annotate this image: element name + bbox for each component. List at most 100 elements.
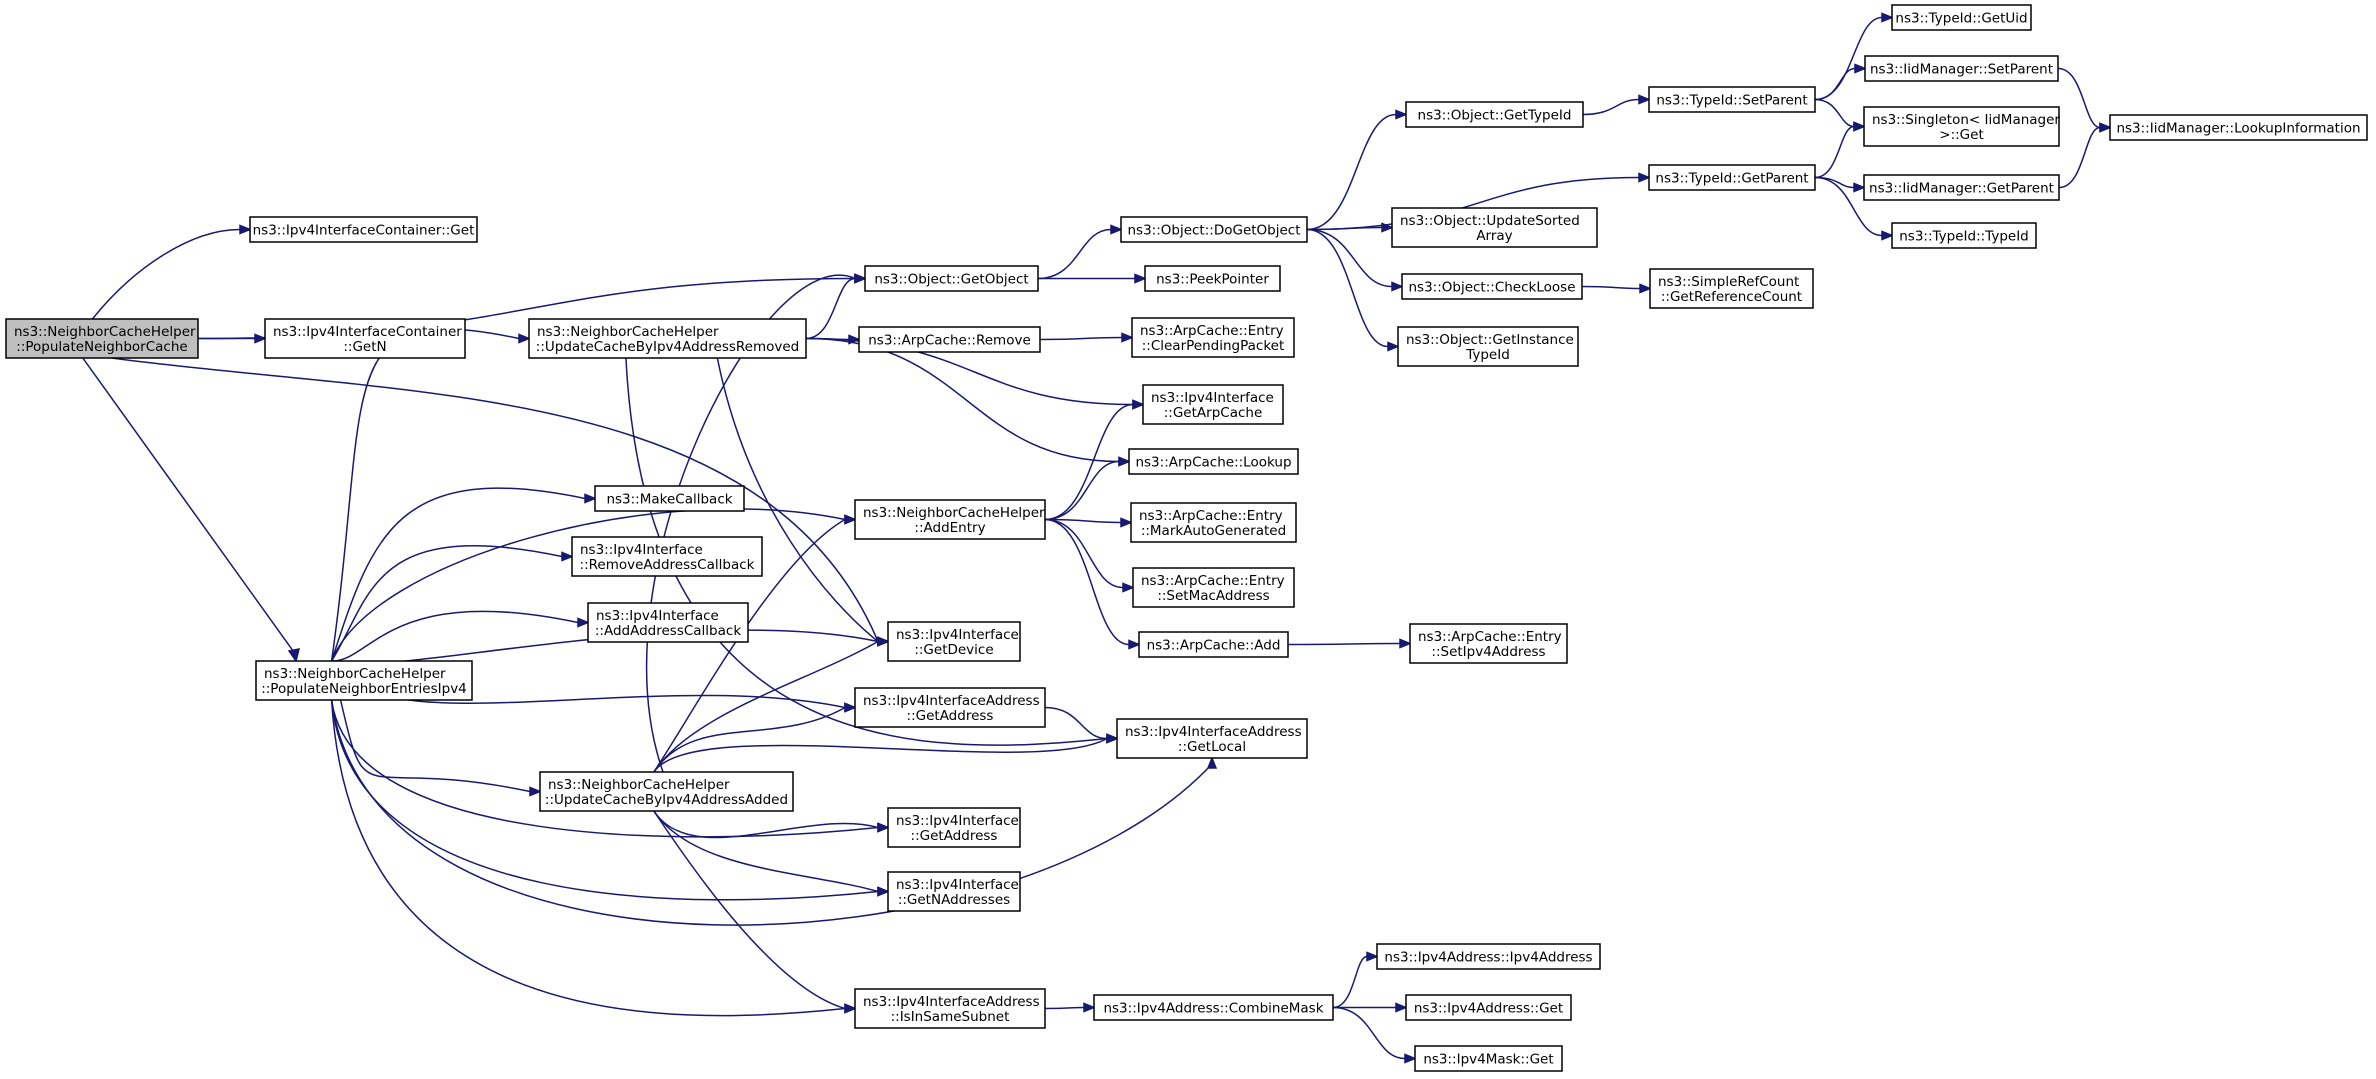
- edge-upd_added-to-is_same_subnet: [653, 810, 858, 1014]
- node-label: ns3::Ipv4InterfaceContainer::Get: [253, 223, 475, 239]
- node-is-same-subnet[interactable]: ns3::Ipv4InterfaceAddress::IsInSameSubne…: [854, 988, 1046, 1029]
- node-get-typeid[interactable]: ns3::Object::GetTypeId: [1405, 101, 1584, 128]
- node-ipv4addr-get[interactable]: ns3::Ipv4Address::Get: [1405, 994, 1572, 1021]
- node-upd-removed[interactable]: ns3::NeighborCacheHelper::UpdateCacheByI…: [528, 318, 807, 359]
- edge-dogetobject-to-update_sorted: [1306, 222, 1395, 233]
- node-label: ns3::Ipv4InterfaceAddress: [1125, 724, 1302, 740]
- node-box: [887, 621, 1021, 662]
- node-label: ::GetArpCache: [1164, 405, 1263, 421]
- node-typeid-typeid[interactable]: ns3::TypeId::TypeId: [1891, 222, 2037, 249]
- node-combine-mask[interactable]: ns3::Ipv4Address::CombineMask: [1093, 994, 1334, 1021]
- node-label: ns3::NeighborCacheHelper: [14, 324, 196, 340]
- node-box: [1648, 86, 1816, 113]
- node-box: [1891, 222, 2037, 249]
- node-label: ::GetAddress: [911, 828, 998, 844]
- edge-arp_remove-to-clear_pending: [1039, 332, 1135, 343]
- node-if-getnaddresses[interactable]: ns3::Ipv4Interface::GetNAddresses: [887, 871, 1021, 912]
- node-set-ipv4[interactable]: ns3::ArpCache::Entry::SetIpv4Address: [1409, 623, 1568, 664]
- node-get-arpcache[interactable]: ns3::Ipv4Interface::GetArpCache: [1142, 384, 1284, 425]
- node-getobject[interactable]: ns3::Object::GetObject: [864, 265, 1039, 292]
- node-label: ::GetN: [343, 339, 386, 355]
- node-label: ns3::NeighborCacheHelper: [537, 324, 719, 340]
- node-typeid-getparent[interactable]: ns3::TypeId::GetParent: [1648, 164, 1816, 191]
- node-make-cb[interactable]: ns3::MakeCallback: [594, 485, 745, 512]
- node-label: ::IsInSameSubnet: [891, 1009, 1010, 1025]
- node-peekpointer[interactable]: ns3::PeekPointer: [1144, 265, 1281, 292]
- node-singleton-get[interactable]: ns3::Singleton< IidManager >::Get: [1863, 106, 2060, 147]
- node-mark-auto[interactable]: ns3::ArpCache::Entry::MarkAutoGenerated: [1130, 502, 1297, 543]
- node-remove-cb[interactable]: ns3::Ipv4Interface::RemoveAddressCallbac…: [571, 536, 763, 577]
- node-label: ns3::NeighborCacheHelper: [863, 505, 1045, 521]
- edge-add_entry-to-mark_auto: [1044, 517, 1134, 528]
- node-if-getdevice[interactable]: ns3::Ipv4Interface::GetDevice: [887, 621, 1021, 662]
- edge-dogetobject-to-get_typeid: [1306, 109, 1409, 231]
- node-clear-pending[interactable]: ns3::ArpCache::Entry::ClearPendingPacket: [1131, 317, 1295, 358]
- node-dogetobject[interactable]: ns3::Object::DoGetObject: [1120, 216, 1308, 243]
- node-get-refcount[interactable]: ns3::SimpleRefCount::GetReferenceCount: [1649, 268, 1814, 309]
- node-box: [1891, 4, 2032, 31]
- edge-pop_entries-to-if_getaddress: [330, 699, 891, 838]
- node-if-getaddress[interactable]: ns3::Ipv4Interface::GetAddress: [887, 807, 1021, 848]
- node-label: ns3::ArpCache::Entry: [1418, 629, 1562, 645]
- node-label: ns3::Object::DoGetObject: [1127, 223, 1300, 239]
- node-ipv4mask-get[interactable]: ns3::Ipv4Mask::Get: [1414, 1045, 1563, 1072]
- node-label: ns3::Ipv4InterfaceAddress: [863, 693, 1040, 709]
- node-arp-lookup[interactable]: ns3::ArpCache::Lookup: [1128, 448, 1299, 475]
- node-arp-remove[interactable]: ns3::ArpCache::Remove: [858, 326, 1041, 353]
- node-box: [1144, 265, 1281, 292]
- node-label: ::ClearPendingPacket: [1142, 338, 1285, 354]
- node-label: ::MarkAutoGenerated: [1141, 523, 1286, 539]
- node-pop-entries[interactable]: ns3::NeighborCacheHelper::PopulateNeighb…: [255, 660, 473, 701]
- edge-upd_added-to-if_getaddress: [653, 810, 891, 839]
- node-label: TypeId: [1465, 347, 1510, 363]
- node-label: ns3::Ipv4InterfaceAddress: [863, 994, 1040, 1010]
- edge-typeid_getparent-to-singleton_get: [1814, 121, 1867, 179]
- node-label: ns3::Ipv4Interface: [1151, 390, 1274, 406]
- node-label: ::GetAddress: [907, 708, 994, 724]
- node-box: [255, 660, 473, 701]
- node-box: [1376, 943, 1601, 970]
- node-box: [1405, 994, 1572, 1021]
- node-box: [1409, 623, 1568, 664]
- node-label: ns3::NeighborCacheHelper: [548, 777, 730, 793]
- node-box: [264, 318, 466, 359]
- edge-ifaddr_getaddress-to-getlocal: [1044, 706, 1120, 744]
- node-add-entry[interactable]: ns3::NeighborCacheHelper::AddEntry: [854, 499, 1046, 540]
- node-root[interactable]: ns3::NeighborCacheHelper::PopulateNeighb…: [5, 318, 199, 359]
- node-arp-add[interactable]: ns3::ArpCache::Add: [1138, 631, 1289, 658]
- node-ifaddr-getaddress[interactable]: ns3::Ipv4InterfaceAddress::GetAddress: [854, 687, 1046, 728]
- node-label: ns3::ArpCache::Add: [1147, 638, 1281, 654]
- node-getlocal[interactable]: ns3::Ipv4InterfaceAddress::GetLocal: [1116, 718, 1308, 759]
- node-box: [1142, 384, 1284, 425]
- node-iid-lookup[interactable]: ns3::IidManager::LookupInformation: [2109, 114, 2368, 141]
- node-typeid-setparent[interactable]: ns3::TypeId::SetParent: [1648, 86, 1816, 113]
- node-box: [1138, 631, 1289, 658]
- node-label: ::GetReferenceCount: [1661, 289, 1802, 305]
- edge-add_entry-to-arp_add: [1044, 518, 1142, 650]
- node-label: ::SetIpv4Address: [1431, 644, 1545, 660]
- edge-arp_add-to-set_ipv4: [1287, 638, 1413, 649]
- node-iid-getparent[interactable]: ns3::IidManager::GetParent: [1863, 174, 2060, 201]
- node-ivc-getn[interactable]: ns3::Ipv4InterfaceContainer::GetN: [264, 318, 466, 359]
- node-box: [1391, 207, 1598, 248]
- node-ipv4addr-ctor[interactable]: ns3::Ipv4Address::Ipv4Address: [1376, 943, 1601, 970]
- node-label: ::PopulateNeighborCache: [16, 339, 187, 355]
- edge-upd_added-to-ifaddr_getaddress: [653, 702, 858, 773]
- node-box: [887, 871, 1021, 912]
- edge-upd_added-to-getobject: [646, 273, 868, 773]
- node-add-cb[interactable]: ns3::Ipv4Interface::AddAddressCallback: [587, 602, 749, 643]
- node-label: ::GetDevice: [914, 642, 993, 658]
- node-upd-added[interactable]: ns3::NeighborCacheHelper::UpdateCacheByI…: [539, 771, 794, 812]
- node-typeid-getuid[interactable]: ns3::TypeId::GetUid: [1891, 4, 2032, 31]
- node-box: [1648, 164, 1816, 191]
- node-ivc-get[interactable]: ns3::Ipv4InterfaceContainer::Get: [249, 216, 478, 243]
- node-check-loose[interactable]: ns3::Object::CheckLoose: [1401, 273, 1583, 300]
- node-iid-setparent[interactable]: ns3::IidManager::SetParent: [1864, 55, 2059, 82]
- edge-add_entry-to-arp_lookup: [1044, 456, 1132, 521]
- node-box: [594, 485, 745, 512]
- node-label: ns3::ArpCache::Entry: [1140, 323, 1284, 339]
- edge-typeid_setparent-to-iid_setparent: [1814, 63, 1868, 101]
- node-set-mac[interactable]: ns3::ArpCache::Entry::SetMacAddress: [1132, 567, 1295, 608]
